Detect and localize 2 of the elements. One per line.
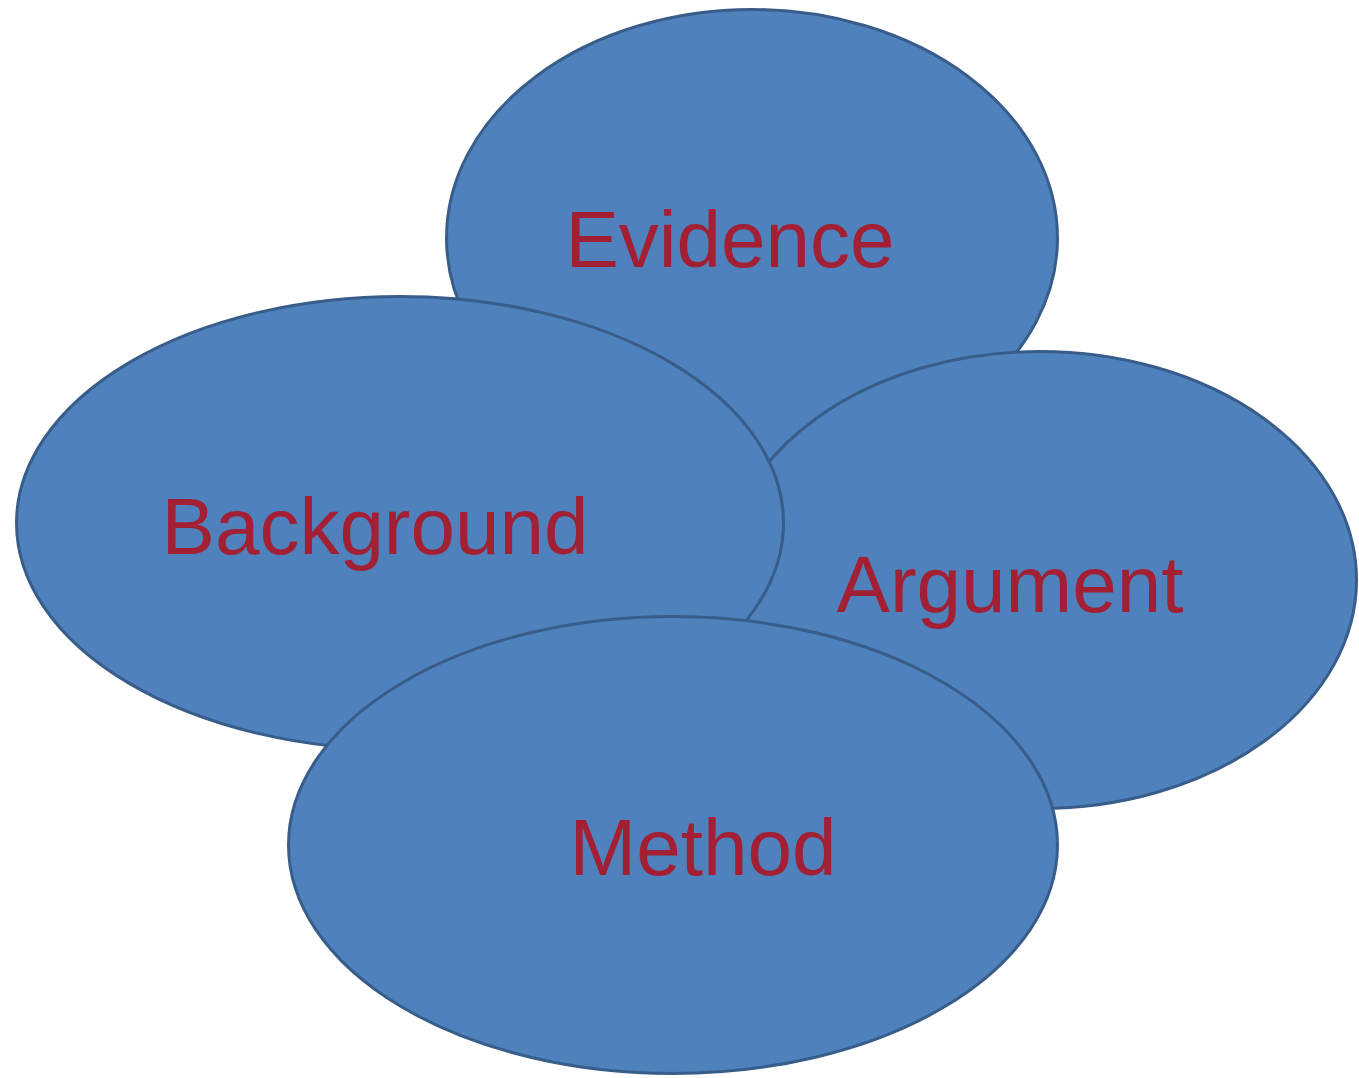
bubble-label: Method	[569, 808, 837, 888]
bubble-label: Evidence	[565, 200, 895, 280]
